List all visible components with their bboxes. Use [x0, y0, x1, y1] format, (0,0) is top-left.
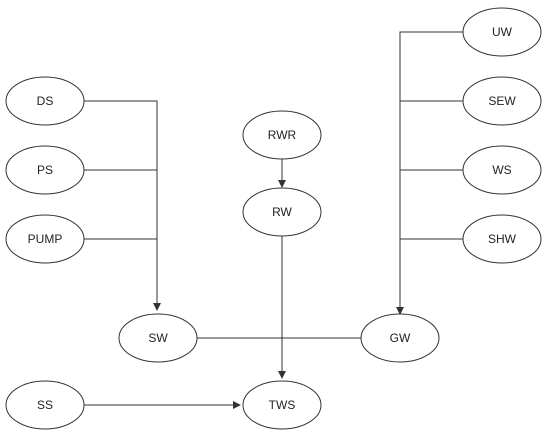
node-rw: RW [242, 187, 322, 237]
node-label-ws: WS [492, 163, 511, 177]
node-uw: UW [462, 7, 542, 57]
node-gw: GW [360, 313, 440, 363]
edge-uw-to-gw [396, 31, 463, 315]
node-ws: WS [462, 145, 542, 195]
node-label-gw: GW [390, 331, 411, 345]
node-shw: SHW [462, 214, 542, 264]
node-label-rwr: RWR [268, 128, 297, 142]
node-rwr: RWR [242, 110, 322, 160]
node-label-uw: UW [492, 25, 513, 39]
node-label-ss: SS [37, 398, 53, 412]
node-label-pump: PUMP [28, 232, 63, 246]
node-tws: TWS [242, 380, 322, 430]
node-label-ds: DS [37, 94, 54, 108]
edges [84, 31, 463, 409]
node-ds: DS [5, 76, 85, 126]
node-ps: PS [5, 145, 85, 195]
node-label-sw: SW [148, 331, 168, 345]
node-sew: SEW [462, 76, 542, 126]
node-label-sew: SEW [488, 94, 516, 108]
node-sw: SW [118, 313, 198, 363]
node-label-ps: PS [37, 163, 53, 177]
edge-ds-to-sw [84, 100, 161, 311]
node-label-rw: RW [272, 205, 292, 219]
node-label-shw: SHW [488, 232, 517, 246]
node-pump: PUMP [5, 214, 85, 264]
node-label-tws: TWS [269, 398, 296, 412]
nodes: DS PS PUMP RWR RW UW SEW WS [5, 7, 542, 430]
node-ss: SS [5, 380, 85, 430]
